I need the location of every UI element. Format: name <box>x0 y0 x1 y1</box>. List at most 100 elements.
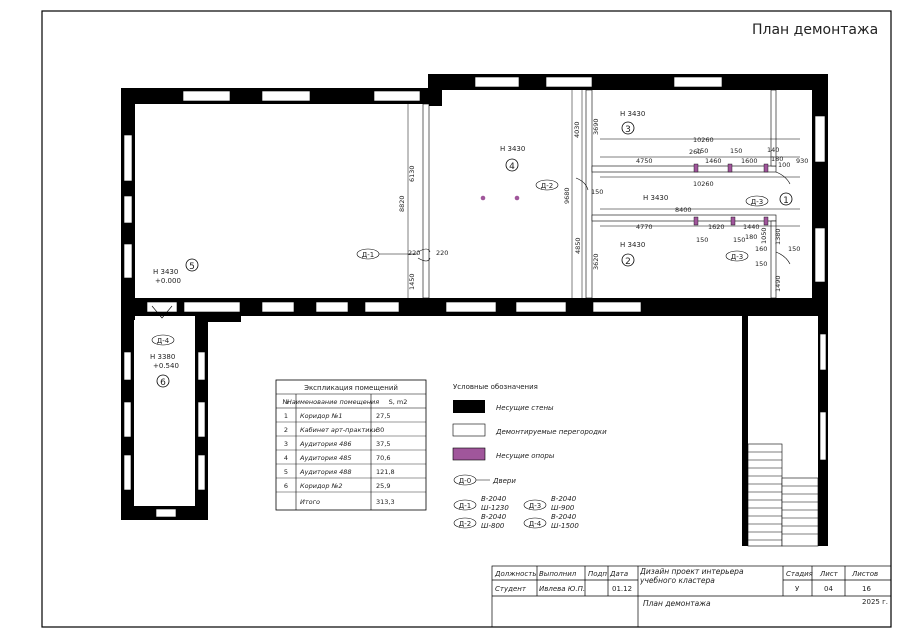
svg-text:Студент: Студент <box>495 585 527 593</box>
svg-text:1600: 1600 <box>741 157 758 165</box>
svg-text:121,8: 121,8 <box>376 468 395 476</box>
svg-text:Д-2: Д-2 <box>541 182 553 190</box>
svg-text:4850: 4850 <box>574 237 582 254</box>
svg-text:Ш-1230: Ш-1230 <box>481 504 509 512</box>
svg-text:Коридор №2: Коридор №2 <box>300 482 343 490</box>
svg-text:1460: 1460 <box>705 157 722 165</box>
svg-text:150: 150 <box>591 188 603 196</box>
svg-text:Ивлева Ю.П.: Ивлева Ю.П. <box>539 585 585 593</box>
sheet-frame <box>41 10 892 628</box>
svg-text:Должность: Должность <box>494 570 536 578</box>
svg-text:10260: 10260 <box>693 136 714 144</box>
svg-text:Двери: Двери <box>492 477 516 485</box>
svg-text:6: 6 <box>284 482 288 490</box>
svg-text:В-2040: В-2040 <box>551 513 577 521</box>
svg-text:3620: 3620 <box>592 253 600 270</box>
svg-text:3690: 3690 <box>592 118 600 135</box>
svg-text:150: 150 <box>788 245 800 253</box>
svg-text:150: 150 <box>730 147 742 155</box>
svg-text:160: 160 <box>755 245 767 253</box>
svg-text:1: 1 <box>284 412 288 420</box>
svg-text:1490: 1490 <box>774 275 782 292</box>
svg-text:Н 3430: Н 3430 <box>620 241 645 249</box>
svg-text:150: 150 <box>755 260 767 268</box>
svg-text:04: 04 <box>824 585 833 593</box>
svg-text:№: № <box>282 398 290 406</box>
svg-text:5: 5 <box>189 262 195 272</box>
svg-text:Д-0: Д-0 <box>459 477 471 485</box>
door-tags: Д-1 Д-2 Д-3 Д-3 Д-4 <box>151 179 769 346</box>
svg-text:Условные обозначения: Условные обозначения <box>453 383 538 391</box>
svg-text:100: 100 <box>778 161 790 169</box>
svg-text:+0.540: +0.540 <box>153 362 179 370</box>
svg-text:16: 16 <box>862 585 871 593</box>
svg-text:3: 3 <box>284 440 288 448</box>
svg-text:220: 220 <box>408 249 420 257</box>
svg-text:Д-1: Д-1 <box>459 502 471 510</box>
svg-text:1: 1 <box>783 196 789 206</box>
svg-text:Дата: Дата <box>609 570 628 578</box>
svg-text:Наименование помещения: Наименование помещения <box>287 398 379 406</box>
svg-text:Д-4: Д-4 <box>157 337 170 345</box>
svg-text:Подп: Подп <box>588 570 607 578</box>
svg-text:27,5: 27,5 <box>376 412 390 420</box>
svg-text:8400: 8400 <box>675 206 692 214</box>
svg-text:260: 260 <box>689 148 701 156</box>
svg-text:Н 3430: Н 3430 <box>500 145 525 153</box>
svg-text:Ш-1500: Ш-1500 <box>551 522 579 530</box>
svg-text:25,9: 25,9 <box>376 482 390 490</box>
svg-text:2: 2 <box>284 426 288 434</box>
door-swings <box>151 171 791 319</box>
dimension-lines <box>407 90 800 298</box>
svg-text:9680: 9680 <box>563 187 571 204</box>
title-block <box>491 565 892 628</box>
svg-text:4: 4 <box>509 162 515 172</box>
svg-text:Н 3430: Н 3430 <box>643 194 668 202</box>
svg-text:01.12: 01.12 <box>612 585 632 593</box>
svg-text:Ш-800: Ш-800 <box>481 522 505 530</box>
svg-text:1380: 1380 <box>774 228 782 245</box>
svg-text:5: 5 <box>284 468 288 476</box>
svg-text:6130: 6130 <box>408 165 416 182</box>
svg-text:Листов: Листов <box>851 570 878 578</box>
svg-text:1620: 1620 <box>708 223 725 231</box>
svg-text:8820: 8820 <box>398 195 406 212</box>
sheet-title: План демонтажа <box>752 22 878 38</box>
svg-text:140: 140 <box>767 146 779 154</box>
svg-text:Ш-900: Ш-900 <box>551 504 575 512</box>
svg-text:37,5: 37,5 <box>376 440 390 448</box>
svg-text:30: 30 <box>376 426 384 434</box>
svg-text:Стадия: Стадия <box>786 570 813 578</box>
svg-text:1050: 1050 <box>760 227 768 244</box>
legend: Условные обозначения Несущие стены Демон… <box>452 383 607 530</box>
svg-text:Н 3380: Н 3380 <box>150 353 175 361</box>
svg-text:Д-1: Д-1 <box>362 251 374 259</box>
svg-text:В-2040: В-2040 <box>481 495 507 503</box>
svg-text:Итого: Итого <box>300 498 320 506</box>
stairs <box>747 443 819 547</box>
svg-text:930: 930 <box>796 157 808 165</box>
support-columns <box>480 163 769 226</box>
title-block-text: Должность Выполнил Подп Дата Студент Ивл… <box>494 567 888 608</box>
svg-text:Несущие стены: Несущие стены <box>496 404 554 412</box>
svg-text:Аудитория 486: Аудитория 486 <box>299 440 352 448</box>
svg-text:Д-3: Д-3 <box>731 253 743 261</box>
svg-text:Экспликация помещений: Экспликация помещений <box>304 384 398 392</box>
svg-text:3: 3 <box>625 125 631 135</box>
svg-text:1450: 1450 <box>408 273 416 290</box>
explication-table: Экспликация помещений № Наименование пом… <box>275 379 427 511</box>
svg-text:70,6: 70,6 <box>376 454 390 462</box>
svg-text:Н 3430: Н 3430 <box>620 110 645 118</box>
svg-text:6: 6 <box>160 378 166 388</box>
svg-text:Д-4: Д-4 <box>529 520 542 528</box>
svg-text:4750: 4750 <box>636 157 653 165</box>
svg-text:150: 150 <box>696 147 708 155</box>
svg-text:План демонтажа: План демонтажа <box>643 599 711 608</box>
svg-text:Выполнил: Выполнил <box>539 570 577 578</box>
svg-text:Д-3: Д-3 <box>529 502 541 510</box>
room-markers: 1 2 Н 3430 3 Н 3430 4 Н 3430 5 Н 3430 +0… <box>150 110 793 388</box>
svg-text:Лист: Лист <box>819 570 839 578</box>
svg-text:220: 220 <box>436 249 448 257</box>
svg-text:Кабинет арт-практики: Кабинет арт-практики <box>300 426 378 434</box>
svg-text:313,3: 313,3 <box>376 498 395 506</box>
